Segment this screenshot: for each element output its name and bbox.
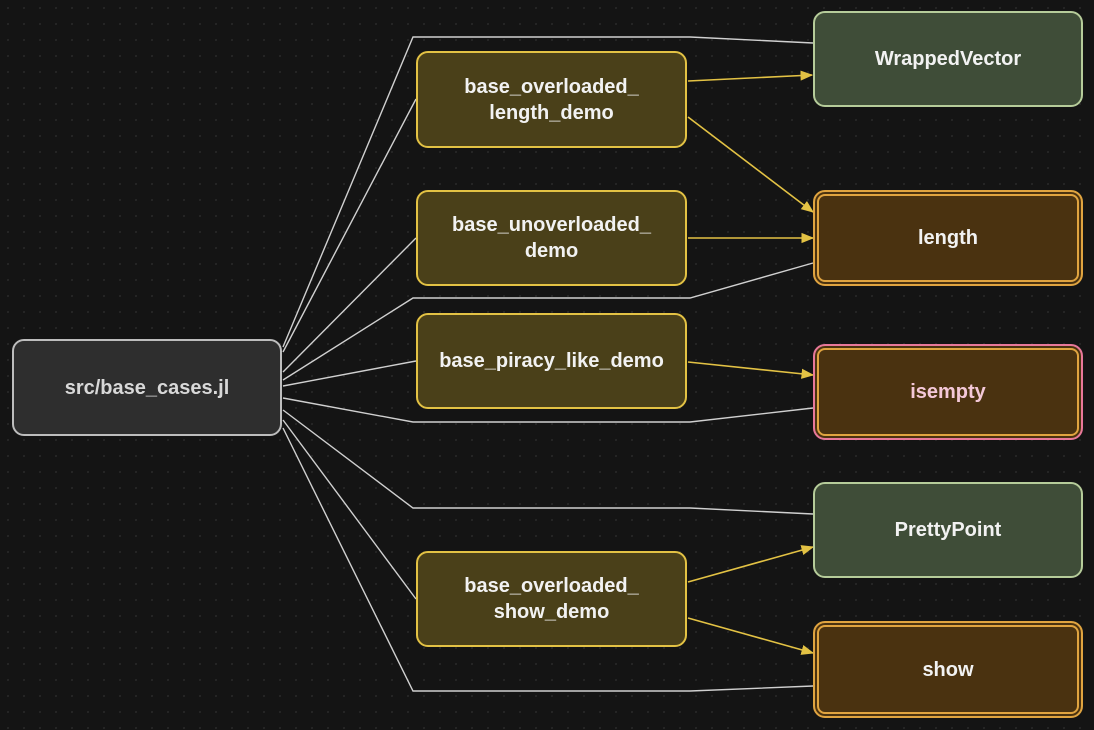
node-label: length bbox=[918, 227, 978, 249]
node-label: src/base_cases.jl bbox=[64, 376, 230, 399]
node-type-t2[interactable]: PrettyPoint bbox=[813, 482, 1083, 578]
contains-edge-file-to-t1 bbox=[282, 36, 814, 348]
call-arrow-f4-to-m3 bbox=[687, 617, 815, 655]
node-func-f2[interactable]: base_unoverloaded_ demo bbox=[416, 190, 687, 286]
call-arrow-f1-to-m1 bbox=[687, 116, 815, 213]
node-label: PrettyPoint bbox=[894, 519, 1002, 541]
node-func-f3[interactable]: base_piracy_like_demo bbox=[416, 313, 687, 409]
contains-edge-file-to-f4 bbox=[282, 419, 417, 600]
node-method-m1[interactable]: length bbox=[813, 190, 1083, 286]
node-label: base_overloaded_ show_demo bbox=[464, 575, 639, 623]
node-type-t1[interactable]: WrappedVector bbox=[813, 11, 1083, 107]
contains-edge-file-to-m2 bbox=[282, 397, 814, 423]
call-arrow-f4-to-t2 bbox=[687, 545, 815, 583]
call-arrow-f1-to-t1 bbox=[687, 70, 814, 82]
node-func-f1[interactable]: base_overloaded_ length_demo bbox=[416, 51, 687, 148]
contains-edge-file-to-m3 bbox=[282, 427, 814, 692]
node-func-f4[interactable]: base_overloaded_ show_demo bbox=[416, 551, 687, 647]
contains-edge-file-to-t2 bbox=[282, 409, 814, 515]
node-method-m3[interactable]: show bbox=[813, 621, 1083, 718]
node-file-file[interactable]: src/base_cases.jl bbox=[12, 339, 282, 436]
node-label: base_overloaded_ length_demo bbox=[464, 75, 639, 124]
node-label: isempty bbox=[910, 381, 986, 403]
node-label: WrappedVector bbox=[874, 48, 1022, 70]
contains-edge-file-to-m1 bbox=[282, 262, 814, 381]
node-method-pink-m2[interactable]: isempty bbox=[813, 344, 1083, 440]
node-label: show bbox=[922, 658, 974, 681]
contains-edge-file-to-f1 bbox=[282, 98, 417, 353]
contains-edge-file-to-f2 bbox=[282, 237, 417, 373]
call-arrow-f3-to-m2 bbox=[687, 361, 815, 379]
node-label: base_unoverloaded_ demo bbox=[452, 214, 651, 262]
contains-edge-file-to-f3 bbox=[282, 360, 417, 387]
node-label: base_piracy_like_demo bbox=[439, 350, 664, 372]
